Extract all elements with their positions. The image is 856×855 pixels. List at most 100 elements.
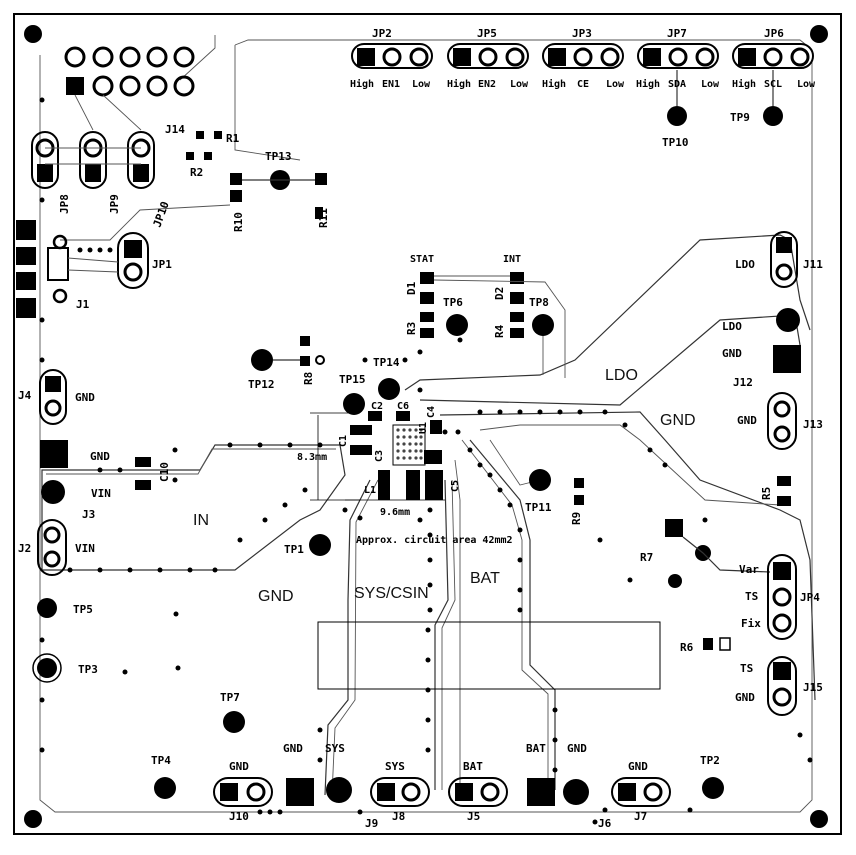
u1-ref: U1: [418, 422, 429, 434]
j15-connector: [767, 656, 797, 716]
d1-ref: D1: [405, 281, 418, 295]
d1-pad: [420, 292, 434, 304]
tp14-pad: [378, 378, 400, 400]
tp13-ref: TP13: [265, 150, 292, 163]
jp7-low: Low: [701, 79, 720, 90]
c6-ref: C6: [397, 401, 409, 412]
jp5-ref: JP5: [477, 27, 497, 40]
r11-pad: [315, 173, 327, 185]
sys-label-j9: SYS: [325, 742, 345, 755]
jp6-mid: SCL: [764, 79, 782, 90]
tp15-ref: TP15: [339, 373, 366, 386]
j1-pad: [16, 247, 36, 265]
ts-trace: [479, 424, 781, 506]
j9-pad: [286, 778, 314, 806]
c5-ref: C5: [450, 480, 461, 492]
jp3-low: Low: [606, 79, 625, 90]
vin-label-j3: VIN: [91, 487, 111, 500]
jp2-low: Low: [412, 79, 431, 90]
j12-pad: [773, 345, 801, 373]
u1-balls: [396, 428, 423, 460]
j1-pad: [16, 272, 36, 290]
d2-pad: [510, 292, 524, 304]
j3-mount: [41, 480, 65, 504]
top-bus-trace-2: [234, 45, 301, 161]
tp4-pad: [154, 777, 176, 799]
tp10-ref: TP10: [662, 136, 689, 149]
d2-ref: D2: [493, 287, 506, 300]
ldo-label-j12: LDO: [722, 320, 742, 333]
r3-pad: [420, 312, 434, 322]
region-in: IN: [193, 512, 209, 529]
tp3-pad: [37, 658, 57, 678]
r5-pad: [777, 476, 791, 486]
tp1-pad: [309, 534, 331, 556]
tp5-ref: TP5: [73, 603, 93, 616]
jp7-ref: JP7: [667, 27, 687, 40]
j9-mount: [326, 777, 352, 803]
tp6-ref: TP6: [443, 296, 463, 309]
tp5-pad: [37, 598, 57, 618]
r1-pad: [196, 131, 204, 139]
led-trace: [433, 275, 566, 378]
r10-pad: [230, 173, 242, 185]
r3-pad: [420, 328, 434, 338]
stat-label: STAT: [410, 254, 434, 265]
j2-ref: J2: [18, 542, 31, 555]
jp2-high: High: [350, 78, 374, 90]
jp6-ref: JP6: [764, 27, 784, 40]
jp3-ref: JP3: [572, 27, 592, 40]
c1-ref: C1: [338, 435, 349, 447]
tp9-ref: TP9: [730, 111, 750, 124]
c4-pad: [430, 420, 442, 434]
j11-ref: J11: [803, 258, 823, 271]
jp5-low: Low: [510, 79, 529, 90]
j9-ref: J9: [365, 817, 378, 830]
jp9-jumper: [79, 131, 107, 189]
sys-label-j8: SYS: [385, 760, 405, 773]
jp1-trace: [67, 257, 119, 273]
tp3-ref: TP3: [78, 663, 98, 676]
jp7-jumper: [637, 43, 719, 69]
tp14-ref: TP14: [373, 356, 400, 369]
j14-header: [64, 46, 195, 97]
gnd-label-j10: GND: [229, 760, 249, 773]
j6-mount: [563, 779, 589, 805]
tp1-ref: TP1: [284, 543, 304, 556]
jp2-ref: JP2: [372, 27, 392, 40]
r6-pad: [703, 638, 713, 650]
c10-ref: C10: [158, 462, 171, 482]
j15-ref: J15: [803, 681, 823, 694]
r11-pad: [315, 207, 323, 219]
r11-ref: R11: [317, 208, 330, 228]
l1-pad: [378, 470, 390, 500]
ldo-label-j11: LDO: [735, 258, 755, 271]
gnd-label-j3: GND: [90, 450, 110, 463]
r9-pad: [574, 495, 584, 505]
ts-label: TS: [745, 590, 758, 603]
r3-ref: R3: [405, 322, 418, 335]
d2-pad: [510, 272, 524, 284]
r1-pad: [214, 131, 222, 139]
jp3-high: High: [542, 78, 566, 90]
r7-pad: [665, 519, 683, 537]
j1-hole: [52, 288, 68, 304]
jp5-jumper: [447, 43, 529, 69]
tp15-pad: [343, 393, 365, 415]
jp-trace: [74, 94, 142, 131]
r8-pad: [300, 356, 310, 366]
r8-ref: R8: [302, 372, 315, 385]
mount-hole: [24, 810, 42, 828]
j8-ref: J8: [392, 810, 405, 823]
tp11-pad: [529, 469, 551, 491]
region-bat: BAT: [470, 570, 500, 587]
jp5-high: High: [447, 78, 471, 90]
j1-ref: J1: [76, 298, 90, 311]
jp3-mid: CE: [577, 79, 589, 90]
j5-connector: [448, 777, 508, 807]
jp2-mid: EN1: [382, 79, 400, 90]
gnd-label-j6: GND: [567, 742, 587, 755]
gnd-label-j13: GND: [737, 414, 757, 427]
tp7-ref: TP7: [220, 691, 240, 704]
r5-pad: [777, 496, 791, 506]
